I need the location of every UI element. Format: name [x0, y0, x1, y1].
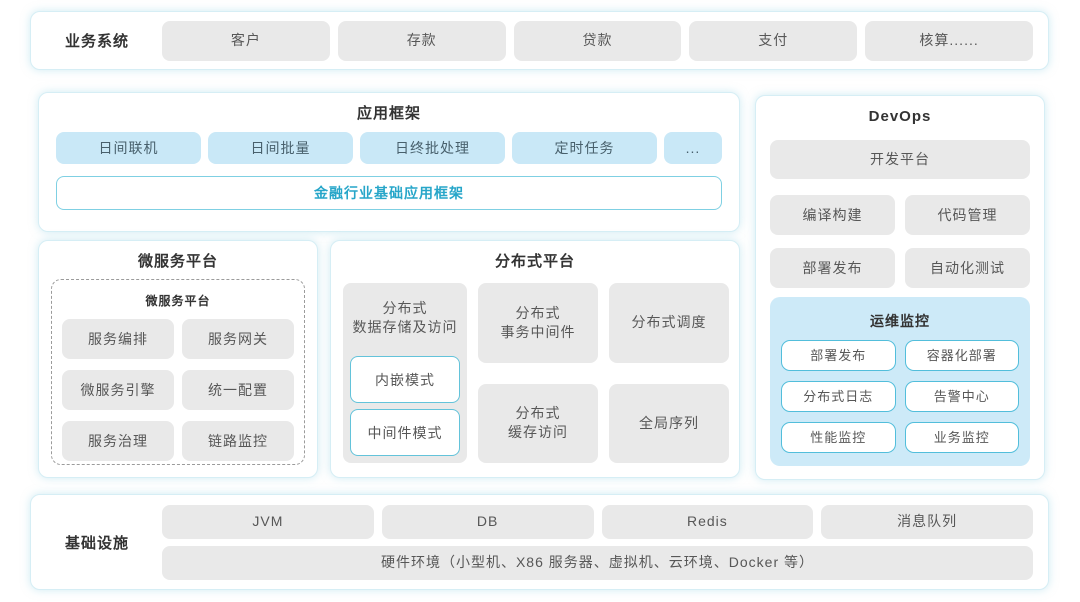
- microservice-inner-box: 微服务平台 服务编排 服务网关 微服务引擎 统一配置 服务治理 链路监控: [51, 279, 305, 465]
- block-middleware-mode: 中间件模式: [350, 409, 460, 456]
- block-service-orchestration: 服务编排: [62, 319, 174, 359]
- block-accounting: 核算......: [865, 20, 1033, 61]
- distributed-storage-label: 分布式 数据存储及访问: [352, 300, 458, 335]
- microservice-platform-section: 微服务平台 微服务平台 服务编排 服务网关 微服务引擎 统一配置 服务治理 链路…: [38, 240, 318, 478]
- business-systems-items: 客户 存款 贷款 支付 核算......: [162, 20, 1033, 61]
- distributed-storage-block: 分布式 数据存储及访问 内嵌模式 中间件模式: [343, 283, 467, 463]
- microservice-items: 服务编排 服务网关 微服务引擎 统一配置 服务治理 链路监控: [62, 319, 294, 461]
- block-service-governance: 服务治理: [62, 421, 174, 461]
- devops-title: DevOps: [868, 108, 932, 125]
- business-systems-section: 业务系统 客户 存款 贷款 支付 核算......: [30, 11, 1049, 70]
- block-more: ...: [664, 132, 722, 164]
- ops-monitoring-items: 部署发布 容器化部署 分布式日志 告警中心 性能监控 业务监控: [781, 340, 1019, 453]
- distributed-body: 分布式 数据存储及访问 内嵌模式 中间件模式 分布式 事务中间件 分布式 缓存访…: [343, 283, 729, 463]
- block-alert-center: 告警中心: [904, 381, 1019, 412]
- block-loan: 贷款: [513, 20, 682, 61]
- block-db: DB: [381, 504, 594, 539]
- infrastructure-section: 基础设施 JVM DB Redis 消息队列 硬件环境（小型机、X86 服务器、…: [30, 494, 1049, 590]
- devops-tools: 编译构建 代码管理 部署发布 自动化测试: [770, 195, 1030, 288]
- block-code-management: 代码管理: [905, 195, 1030, 235]
- app-framework-title: 应用框架: [356, 105, 421, 122]
- block-distributed-cache: 分布式 缓存访问: [478, 383, 598, 463]
- block-distributed-transaction: 分布式 事务中间件: [478, 283, 598, 363]
- distributed-col-2: 分布式 事务中间件 分布式 缓存访问: [478, 283, 598, 463]
- block-business-monitoring: 业务监控: [904, 422, 1019, 453]
- block-unified-config: 统一配置: [182, 370, 294, 410]
- block-trace-monitoring: 链路监控: [182, 421, 294, 461]
- block-automated-testing: 自动化测试: [905, 248, 1030, 288]
- block-microservice-engine: 微服务引擎: [62, 370, 174, 410]
- block-monitor-deploy-release: 部署发布: [781, 340, 896, 371]
- block-message-queue: 消息队列: [821, 504, 1033, 539]
- block-build-compile: 编译构建: [770, 195, 895, 235]
- ops-monitoring-title: 运维监控: [870, 313, 930, 329]
- block-deposit: 存款: [337, 20, 506, 61]
- block-customer: 客户: [162, 20, 330, 61]
- block-embedded-mode: 内嵌模式: [350, 356, 460, 403]
- block-hardware-environment: 硬件环境（小型机、X86 服务器、虚拟机、云环境、Docker 等）: [162, 545, 1033, 580]
- app-framework-items: 日间联机 日间批量 日终批处理 定时任务 ...: [56, 132, 722, 164]
- block-jvm: JVM: [162, 504, 374, 539]
- block-daytime-batch: 日间批量: [208, 132, 353, 164]
- block-distributed-scheduling: 分布式调度: [609, 283, 729, 363]
- block-daytime-online: 日间联机: [56, 132, 201, 164]
- block-service-gateway: 服务网关: [182, 319, 294, 359]
- microservice-platform-title: 微服务平台: [137, 253, 218, 270]
- infrastructure-label: 基础设施: [64, 534, 129, 552]
- distributed-platform-title: 分布式平台: [494, 253, 575, 270]
- microservice-inner-title: 微服务平台: [145, 294, 211, 308]
- block-performance-monitoring: 性能监控: [781, 422, 896, 453]
- app-framework-section: 应用框架 日间联机 日间批量 日终批处理 定时任务 ... 金融行业基础应用框架: [38, 92, 740, 232]
- business-systems-label: 业务系统: [64, 33, 129, 50]
- block-global-sequence: 全局序列: [609, 383, 729, 463]
- block-distributed-logging: 分布式日志: [781, 381, 896, 412]
- distributed-col-3: 分布式调度 全局序列: [609, 283, 729, 463]
- block-scheduled-task: 定时任务: [512, 132, 657, 164]
- block-deploy-release: 部署发布: [770, 248, 895, 288]
- block-eod-batch: 日终批处理: [360, 132, 505, 164]
- ops-monitoring-box: 运维监控 部署发布 容器化部署 分布式日志 告警中心 性能监控 业务监控: [770, 297, 1030, 466]
- block-redis: Redis: [601, 504, 814, 539]
- block-payment: 支付: [689, 20, 858, 61]
- block-container-deployment: 容器化部署: [904, 340, 1019, 371]
- infrastructure-row: JVM DB Redis 消息队列: [162, 504, 1033, 539]
- finance-base-framework-banner: 金融行业基础应用框架: [56, 176, 722, 210]
- infrastructure-items: JVM DB Redis 消息队列 硬件环境（小型机、X86 服务器、虚拟机、云…: [162, 504, 1033, 580]
- devops-section: DevOps 开发平台 编译构建 代码管理 部署发布 自动化测试 运维监控 部署…: [755, 95, 1045, 480]
- block-dev-platform: 开发平台: [770, 140, 1030, 179]
- distributed-platform-section: 分布式平台 分布式 数据存储及访问 内嵌模式 中间件模式 分布式 事务中间件 分…: [330, 240, 740, 478]
